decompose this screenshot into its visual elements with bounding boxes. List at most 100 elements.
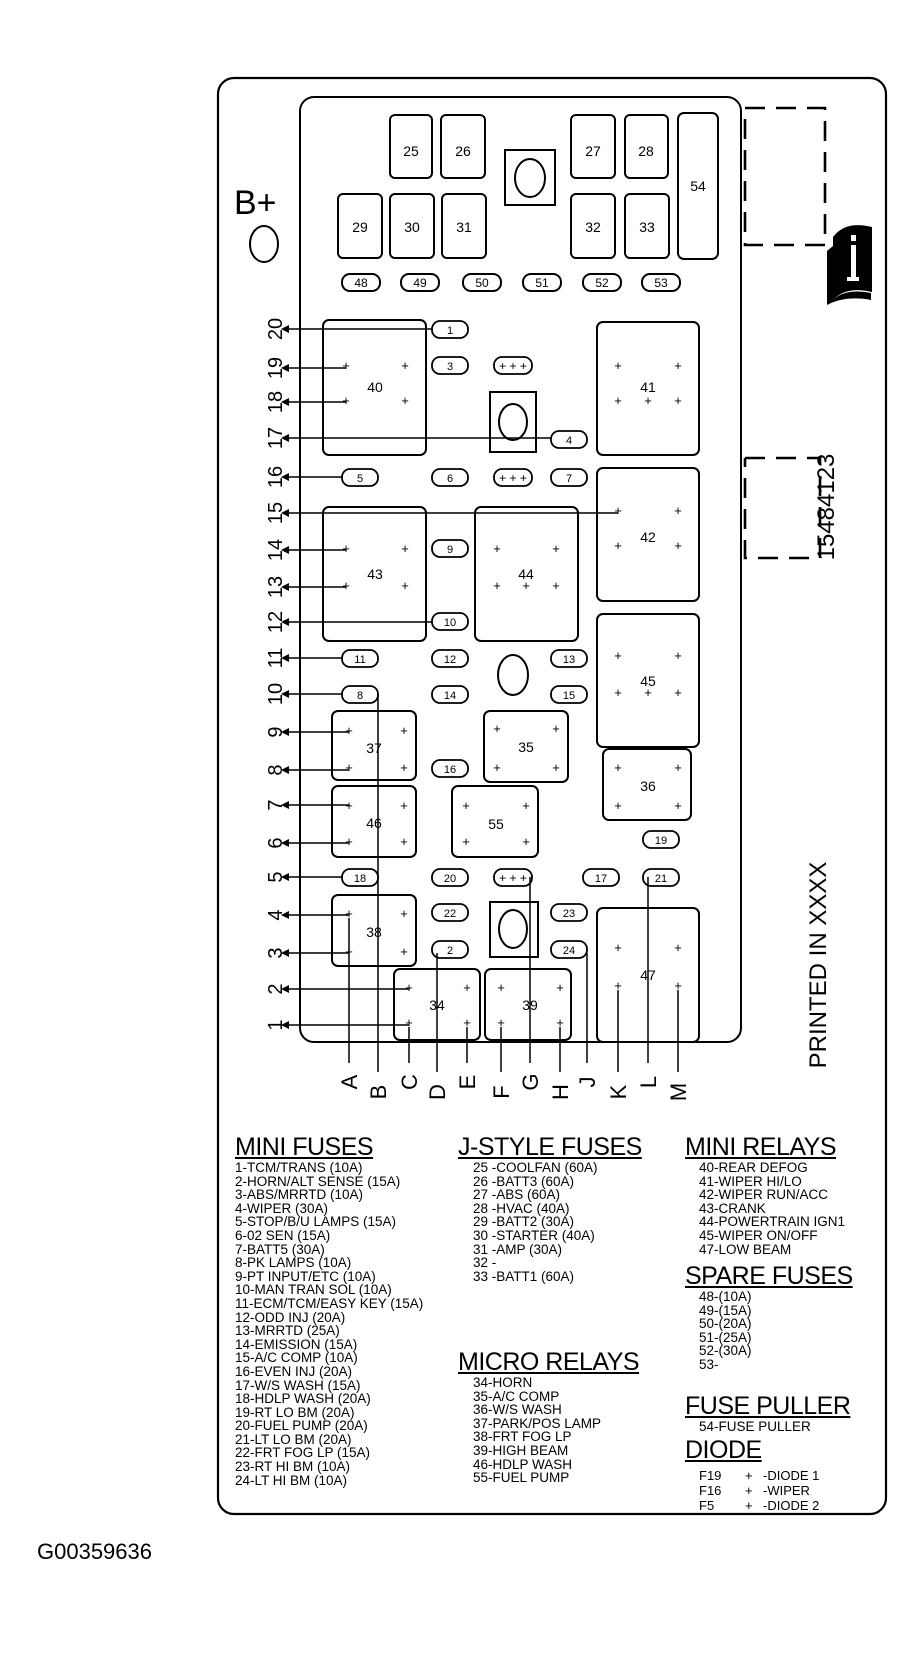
legend-item: 30 -STARTER (40A) (473, 1227, 595, 1243)
svg-text:+: + (400, 760, 408, 775)
row-leader-lines (289, 328, 618, 1026)
svg-text:55: 55 (488, 816, 504, 832)
legend-item: 17-W/S WASH (15A) (235, 1377, 361, 1393)
legend-item: 12-ODD INJ (20A) (235, 1309, 346, 1325)
svg-text:23: 23 (563, 908, 575, 920)
box-54-fuse-puller: 54 (677, 112, 719, 260)
svg-text:+: + (674, 760, 682, 775)
mini-fuse-10: 10 (431, 612, 469, 631)
svg-text:+: + (614, 648, 622, 663)
legend-item: 19-RT LO BM (20A) (235, 1404, 355, 1420)
mini-fuse-14: 14 (431, 685, 469, 704)
row-label-9: 9 (265, 726, 287, 737)
relay-55: ++++55 (451, 785, 539, 858)
row-label-2: 2 (265, 983, 287, 994)
svg-text:+: + (552, 760, 560, 775)
mounting-stud-1 (489, 391, 537, 453)
col-label-C: C (397, 1074, 422, 1090)
svg-text:+: + (674, 798, 682, 813)
mini-fuse-17: 17 (582, 868, 620, 887)
svg-text:+ + +: + + + (499, 359, 527, 373)
svg-text:19: 19 (655, 835, 667, 847)
relay-44: +++++44 (474, 506, 579, 642)
svg-text:26: 26 (455, 143, 471, 159)
svg-text:18: 18 (354, 873, 366, 885)
svg-text:+: + (493, 541, 501, 556)
legend-item: 7-BATT5 (30A) (235, 1241, 325, 1257)
svg-text:+ + +: + + + (499, 871, 527, 885)
battery-stud-circle (249, 225, 279, 263)
legend-item: 6-02 SEN (15A) (235, 1227, 331, 1243)
svg-text:12: 12 (444, 654, 456, 666)
mini-fuse-24: 24 (550, 940, 588, 959)
legend-item: 32 - (473, 1255, 497, 1271)
row-label-1: 1 (265, 1019, 287, 1030)
svg-text:+: + (556, 1015, 564, 1030)
mini-fuse-13: 13 (550, 649, 588, 668)
box-27: 27 (570, 114, 616, 179)
legend-item: 3-ABS/MRRTD (10A) (235, 1187, 364, 1203)
legend-diode-row: F5+-DIODE 2 (699, 1498, 819, 1513)
legend-item: 5-STOP/B/U LAMPS (15A) (235, 1214, 397, 1230)
col-label-J: J (575, 1077, 600, 1088)
mini-fuse-1: 1 (431, 320, 469, 339)
svg-text:13: 13 (563, 654, 575, 666)
svg-text:+: + (462, 798, 470, 813)
svg-text:+ + +: + + + (499, 471, 527, 485)
svg-text:9: 9 (447, 544, 453, 556)
svg-text:36: 36 (640, 778, 656, 794)
row-label-14: 14 (265, 539, 287, 561)
legend-item: 15-A/C COMP (10A) (235, 1350, 358, 1366)
legend-item: 11-ECM/TCM/EASY KEY (15A) (235, 1295, 424, 1311)
svg-text:+: + (674, 538, 682, 553)
svg-text:+: + (401, 541, 409, 556)
svg-text:37: 37 (366, 740, 382, 756)
col-label-A: A (337, 1074, 362, 1089)
spare-fuse-51: 51 (522, 273, 562, 292)
legend-item: 38-FRT FOG LP (473, 1429, 572, 1445)
col-label-E: E (455, 1075, 480, 1090)
svg-text:35: 35 (518, 739, 534, 755)
svg-text:+: + (614, 760, 622, 775)
svg-text:2: 2 (447, 945, 453, 957)
legend-item: 23-RT HI BM (10A) (235, 1459, 351, 1475)
legend-item: 28 -HVAC (40A) (473, 1200, 570, 1216)
col-label-G: G (518, 1073, 543, 1090)
mini-fuse-11: 11 (341, 649, 379, 668)
box-25: 25 (389, 114, 433, 179)
svg-text:+: + (493, 578, 501, 593)
legend-item: 33 -BATT1 (60A) (473, 1268, 575, 1284)
legend-item: 53- (699, 1356, 719, 1372)
svg-text:+: + (493, 760, 501, 775)
legend-item: 8-PK LAMPS (10A) (235, 1255, 352, 1271)
svg-text:14: 14 (444, 690, 456, 702)
legend-item: 14-EMISSION (15A) (235, 1336, 358, 1352)
mini-fuse-5: 5 (341, 468, 379, 487)
svg-text:+: + (674, 503, 682, 518)
svg-text:+: + (674, 393, 682, 408)
box-32: 32 (570, 193, 616, 259)
svg-text:+: + (674, 358, 682, 373)
svg-text:+: + (614, 685, 622, 700)
legend-item: 44-POWERTRAIN IGN1 (699, 1214, 846, 1230)
row-label-11: 11 (265, 648, 287, 669)
relay-38: ++++38 (331, 894, 417, 967)
diode-symbol-icon: + (745, 1468, 753, 1483)
row-label-17: 17 (265, 427, 287, 449)
svg-text:5: 5 (357, 473, 363, 485)
row-label-3: 3 (265, 947, 287, 958)
mini-fuse-20: 20 (431, 868, 469, 887)
diode-slot-3: + + + (493, 868, 533, 887)
printed-in-label: PRINTED IN XXXX (805, 862, 832, 1069)
svg-text:28: 28 (638, 143, 654, 159)
box-31: 31 (441, 193, 487, 259)
diode-key: F5 (699, 1498, 715, 1513)
spare-fuse-50: 50 (462, 273, 502, 292)
legend-j-style-fuses-title: J-STYLE FUSES (458, 1133, 642, 1161)
svg-text:+: + (345, 834, 353, 849)
legend-item: 51-(25A) (699, 1329, 752, 1345)
legend-diode-row: F19+-DIODE 1 (699, 1468, 819, 1483)
legend-item: 4-WIPER (30A) (235, 1200, 329, 1216)
row-label-13: 13 (265, 576, 287, 598)
svg-text:45: 45 (640, 673, 656, 689)
